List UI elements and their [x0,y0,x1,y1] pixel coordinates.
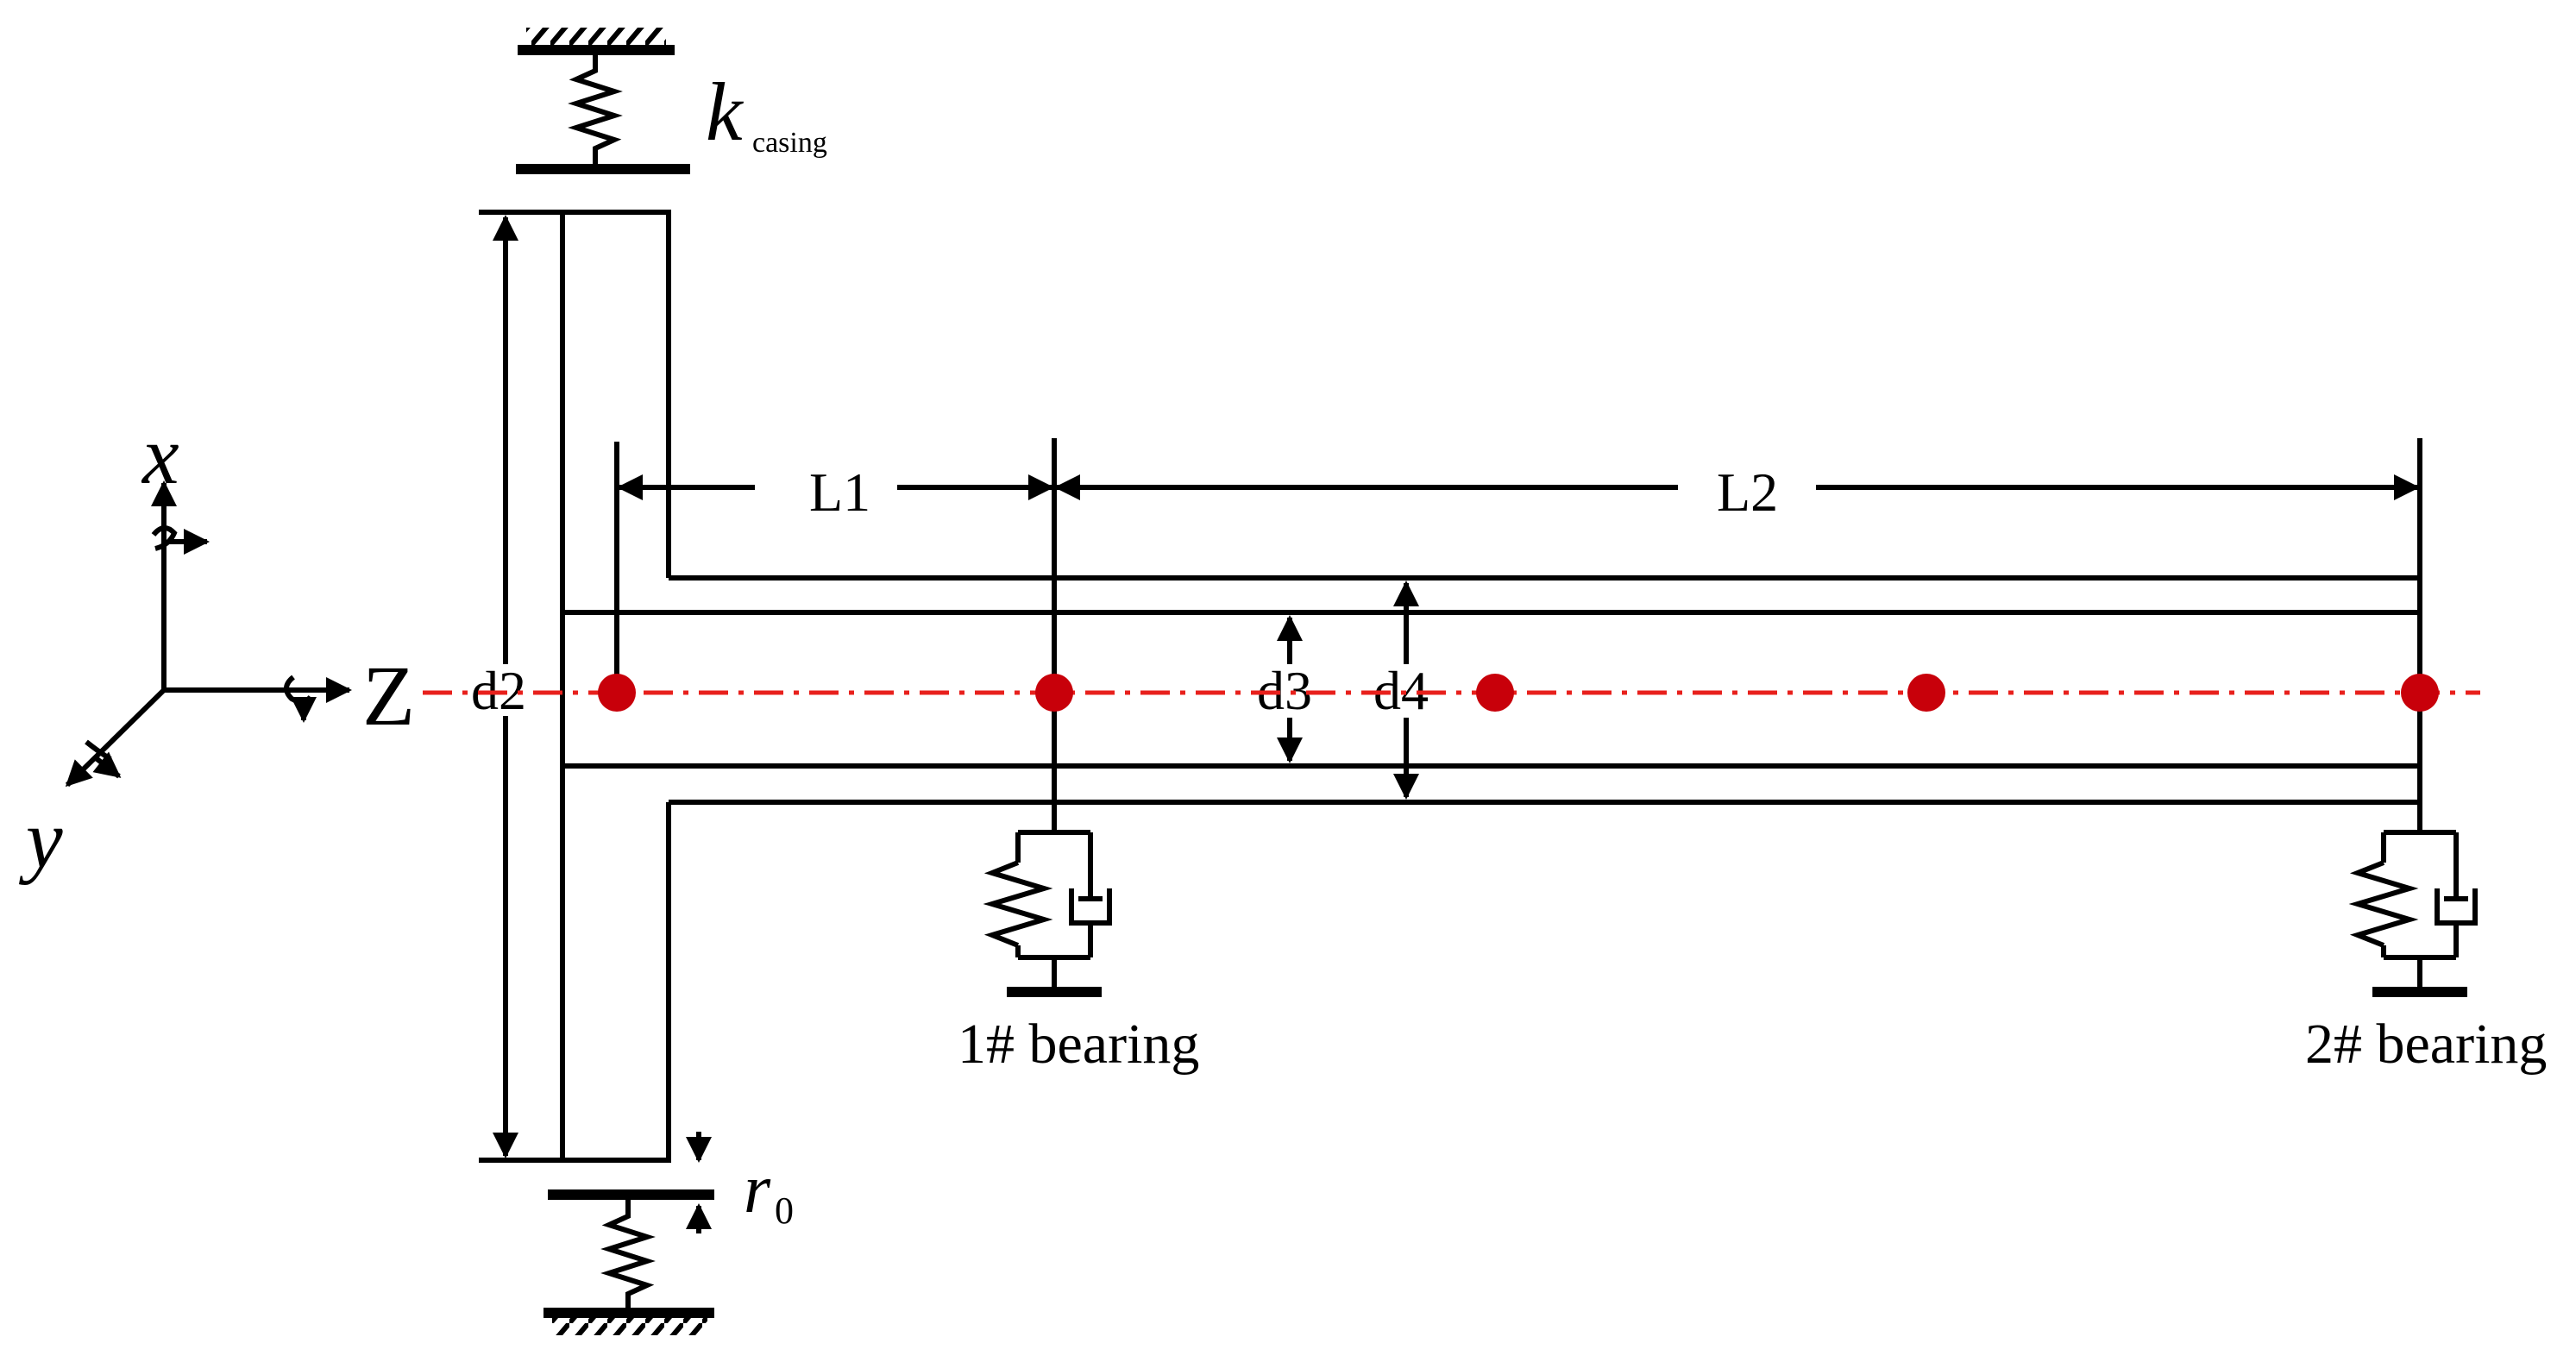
casing-stiffness-k: k [706,66,745,158]
dim-L1-label: L1 [809,461,870,523]
y-axis-label: y [18,793,63,885]
dimension-lines: L1 L2 d2 d3 d4 [471,215,2420,1158]
top-casing-support: k casing [516,28,827,174]
bearing-1 [983,802,1112,997]
node-bearing-1 [1035,674,1073,712]
node-3 [1476,674,1514,712]
node-bearing-2 [2401,674,2439,712]
casing-stiffness-sub: casing [752,127,827,159]
bottom-casing-support: r 0 [543,1132,794,1335]
z-axis-label: Z [362,648,415,744]
bottom-ground-hatch [552,1316,707,1335]
coordinate-system: x Z y [18,409,415,885]
rotor-nodes [598,674,2439,712]
bearing-2-spring-icon [2348,860,2419,948]
bottom-casing-spring-icon [600,1195,656,1311]
top-ground-hatch [526,28,666,47]
disk [479,210,671,1163]
shaft [562,575,2422,805]
node-4 [1907,674,1945,712]
bearing-2 [2348,802,2478,997]
bearing-2-label: 2# bearing [2305,1013,2547,1076]
top-casing-spring-icon [568,50,623,169]
bearing-1-label: 1# bearing [958,1013,1199,1076]
reference-lines [614,438,2422,828]
y-axis-arrow [65,687,166,788]
x-axis-label: x [141,409,179,501]
node-disk [598,674,636,712]
bearing-1-spring-icon [983,860,1053,948]
clearance-sub: 0 [775,1189,794,1232]
x-rotation-icon [151,525,178,551]
dim-L2-label: L2 [1717,461,1778,523]
clearance-r: r [744,1152,771,1227]
